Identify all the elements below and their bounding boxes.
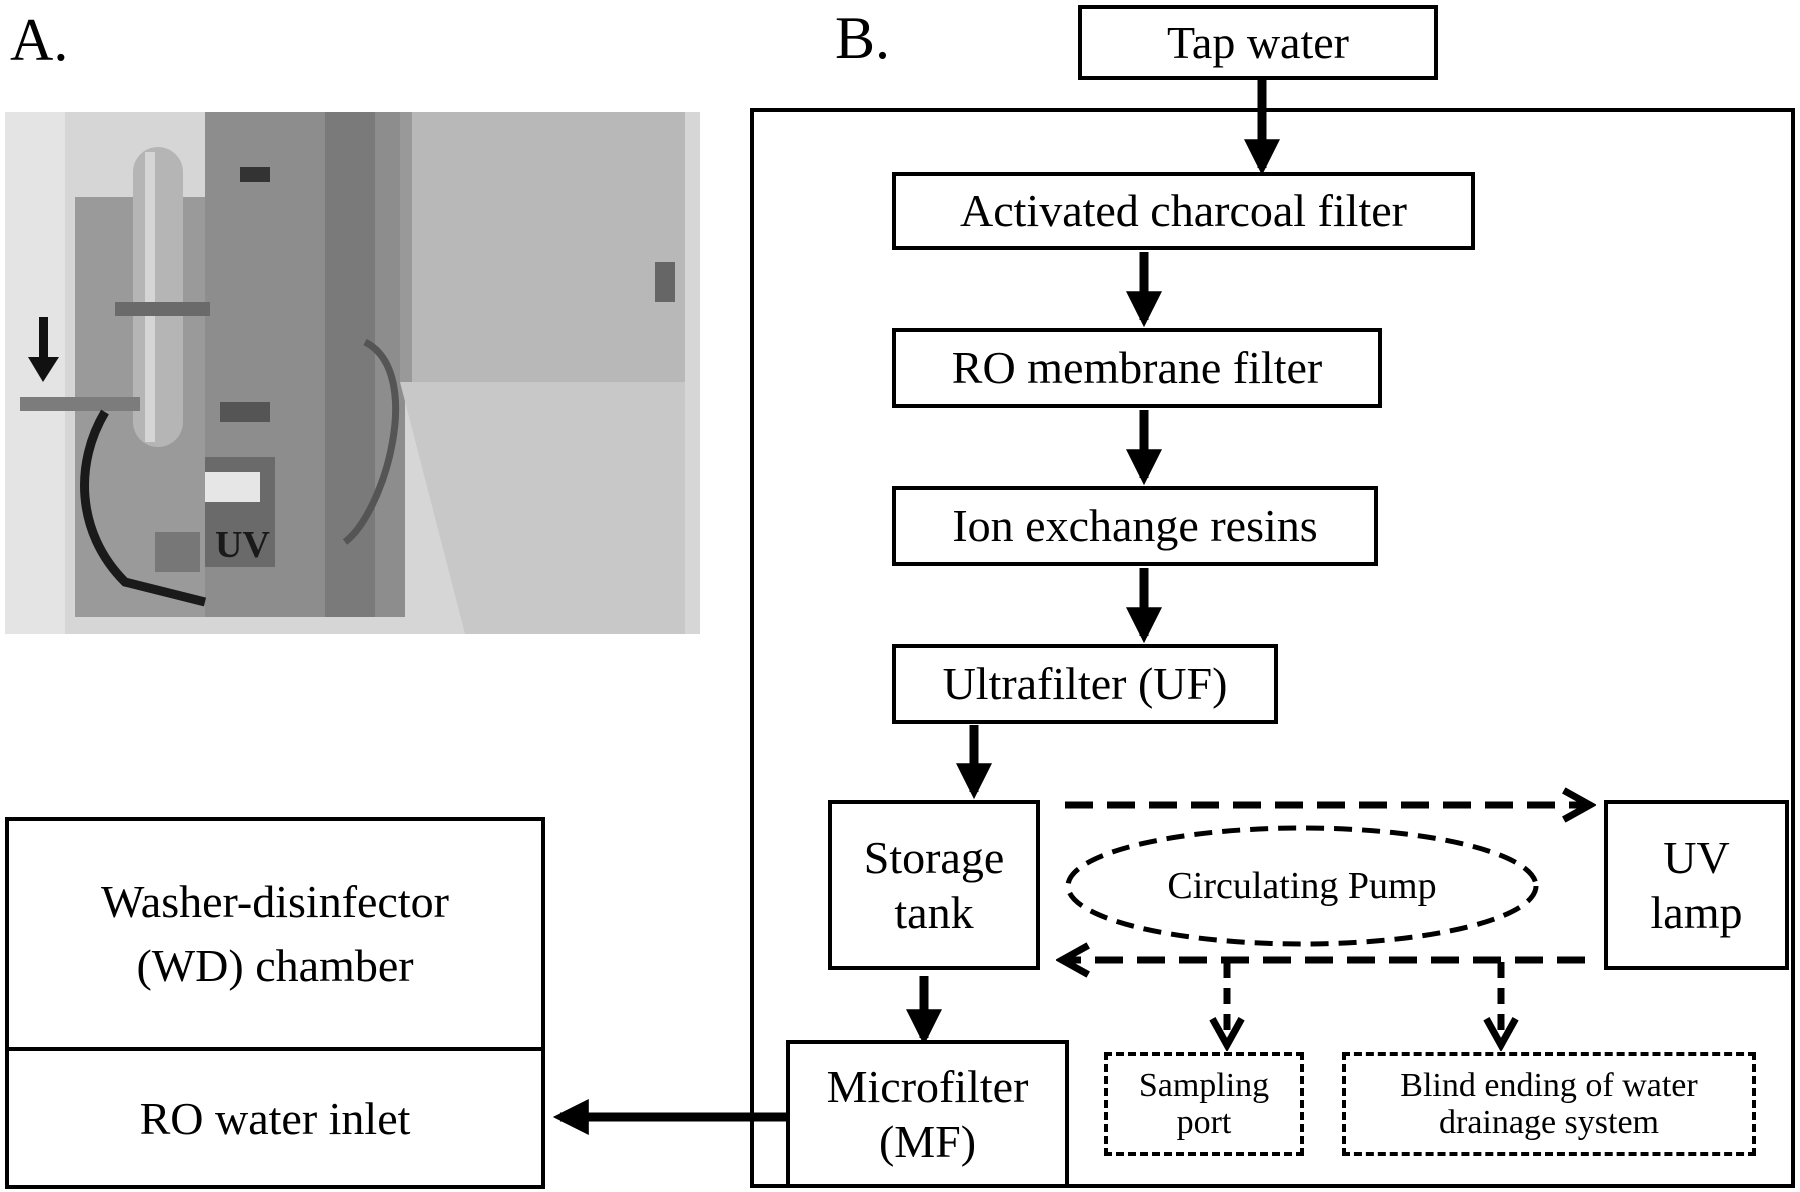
purification-system-frame — [750, 108, 1795, 1188]
equipment-photo-drawing: UV — [5, 112, 700, 634]
charcoal-filter-label: Activated charcoal filter — [960, 185, 1407, 237]
sampling-port-line2: port — [1176, 1104, 1232, 1141]
uv-lamp-box: UV lamp — [1604, 800, 1789, 970]
uv-logo-text: UV — [215, 524, 270, 566]
pump-ellipse — [1065, 825, 1539, 947]
tap-water-label: Tap water — [1167, 16, 1349, 68]
washer-disinfector-box: Washer-disinfector (WD) chamber RO water… — [5, 817, 545, 1189]
storage-tank-box: Storage tank — [828, 800, 1040, 970]
storage-tank-line1: Storage — [863, 831, 1005, 883]
storage-tank-line2: tank — [894, 887, 974, 938]
ion-exchange-box: Ion exchange resins — [892, 486, 1378, 566]
blind-ending-box: Blind ending of water drainage system — [1342, 1052, 1756, 1156]
wd-chamber-section: Washer-disinfector (WD) chamber — [9, 821, 541, 1051]
ion-exchange-label: Ion exchange resins — [952, 500, 1318, 552]
blind-ending-line1: Blind ending of water — [1400, 1066, 1698, 1104]
uv-lamp-line1: UV — [1663, 831, 1730, 883]
ro-membrane-box: RO membrane filter — [892, 328, 1382, 408]
wd-title-line2: (WD) chamber — [136, 940, 414, 991]
circulating-pump-label: Circulating Pump — [1167, 865, 1437, 907]
blind-ending-line2: drainage system — [1439, 1104, 1659, 1141]
tap-water-box: Tap water — [1078, 5, 1438, 80]
microfilter-box: Microfilter (MF) — [786, 1040, 1069, 1188]
microfilter-line1: Microfilter — [826, 1060, 1029, 1112]
uv-lamp-line2: lamp — [1650, 887, 1743, 938]
ultrafilter-label: Ultrafilter (UF) — [942, 658, 1228, 710]
ro-membrane-label: RO membrane filter — [951, 342, 1323, 394]
panel-a-label: A. — [10, 7, 69, 73]
sampling-port-line1: Sampling — [1138, 1066, 1270, 1104]
panel-b-label: B. — [835, 5, 891, 71]
charcoal-filter-box: Activated charcoal filter — [892, 172, 1475, 250]
ro-water-inlet-section: RO water inlet — [9, 1051, 541, 1185]
sampling-port-box: Sampling port — [1104, 1052, 1304, 1156]
microfilter-line2: (MF) — [878, 1116, 977, 1167]
equipment-photo: UV — [5, 112, 700, 634]
wd-title-line1: Washer-disinfector — [101, 875, 449, 927]
ultrafilter-box: Ultrafilter (UF) — [892, 644, 1278, 724]
ro-water-inlet-label: RO water inlet — [139, 1092, 411, 1144]
